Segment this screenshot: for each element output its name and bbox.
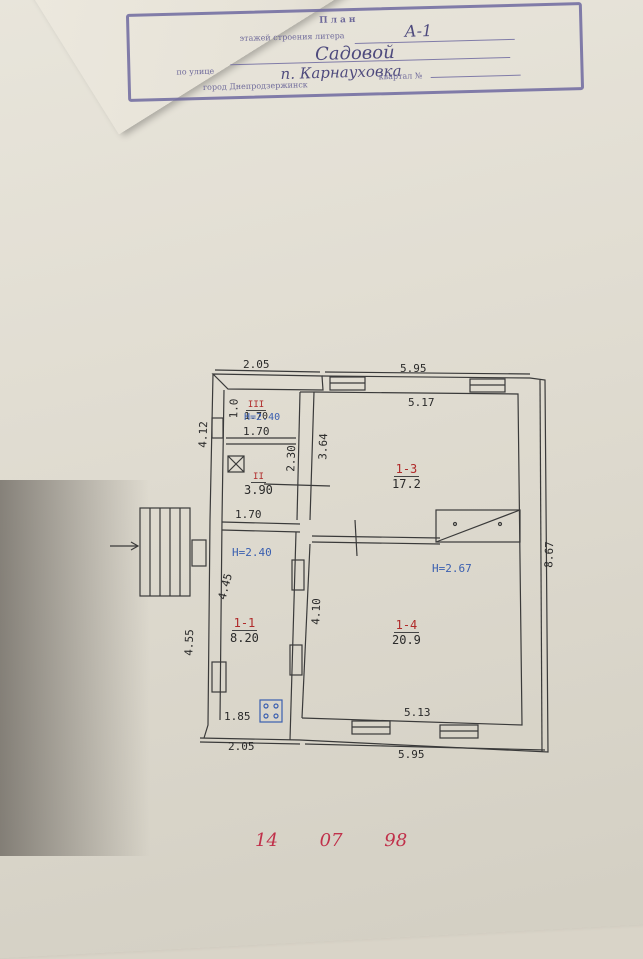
room-area: 17.2 [392,477,421,491]
chimney [227,455,245,473]
dimension-label: 2.30 [284,445,299,472]
ceiling-height: H=2.40 [244,412,281,423]
wall-partition [309,391,315,521]
window [289,644,303,676]
dimension-label: 8.67 [542,541,557,568]
date-month: 07 [319,830,343,851]
window [211,417,224,439]
wall-partition [289,531,297,741]
wall-partition [296,391,301,521]
wall-inner [301,391,523,726]
porch-steps [139,507,191,597]
ceiling-height: H=2.67 [432,562,472,575]
shadow-area [0,480,150,856]
dimension-label: 1.0 [227,398,241,419]
floor-plan-drawing [110,369,549,753]
dimension-label: 3.64 [316,433,331,460]
dimension-label: 5.95 [400,362,427,375]
room-number: III [245,400,267,411]
door-marker [354,519,358,557]
stove [435,509,521,543]
date-year: 98 [384,830,408,851]
ceiling-height: H=2.40 [232,546,272,559]
dimension-label: 5.95 [398,748,425,761]
dimension-label: 4.10 [309,598,324,625]
room-label: II 3.90 [244,464,273,497]
room-area: 20.9 [392,633,421,647]
wall-partition [311,541,441,545]
door-marker [263,483,331,487]
wall-partition [221,521,301,525]
wall-left-inner [219,389,225,721]
wall-left [203,373,214,739]
wall-partition [221,529,301,533]
room-area: 1.70 [244,411,269,422]
wall-partition [301,543,311,719]
room-number: 1-3 [393,462,420,477]
wall-partition [311,535,441,539]
room-label: 1-3 17.2 [392,458,421,491]
dimension-label: 4.12 [196,421,211,448]
room-area: 3.90 [244,483,273,497]
room-label: 1-1 8.20 [230,612,259,645]
dimension-label: 1.70 [243,425,270,438]
dimension-label: 5.13 [404,706,431,719]
room-number: II [251,472,266,483]
handwritten-date: 14 07 98 [255,830,443,851]
wall [211,373,324,391]
wall-outer [199,375,549,753]
dimension-label: 1.85 [224,710,251,723]
room-number: 1-1 [231,616,258,631]
dimension-label: 2.05 [243,358,270,371]
date-day: 14 [255,830,278,851]
fixture [191,539,207,567]
dimension-label: 5.17 [408,396,435,409]
dimension-label: 2.05 [228,740,255,753]
room-number: 1-4 [393,618,420,633]
dimension-label: 4.55 [182,629,197,656]
room-label: 1-4 20.9 [392,614,421,647]
window [291,559,305,591]
dimension-label: 1.70 [235,508,262,521]
room-area: 8.20 [230,631,259,645]
room-label: III 1.70 [244,392,268,422]
fixture [211,661,227,693]
gas-stove [259,699,283,723]
